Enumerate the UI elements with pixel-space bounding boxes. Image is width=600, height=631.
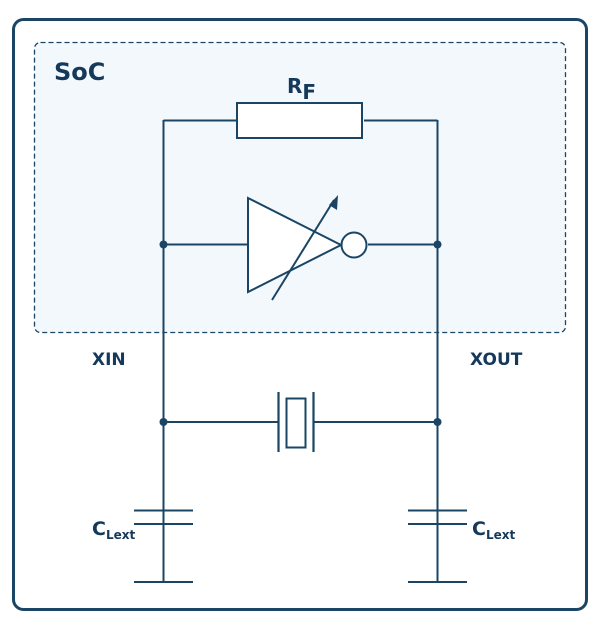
capacitor-left (134, 509, 193, 583)
resistor-label: RF (287, 74, 316, 104)
xin-label: XIN (92, 350, 126, 370)
inverter-amplifier (247, 196, 344, 294)
xout-label: XOUT (470, 350, 523, 370)
soc-boundary (33, 41, 567, 334)
junction-xin-crystal (159, 418, 168, 426)
quartz-crystal (277, 392, 315, 452)
feedback-resistor (236, 102, 363, 139)
variable-arrow-head-icon (329, 195, 338, 210)
junction-xout-crystal (433, 418, 442, 426)
junction-xout-inverter (433, 240, 442, 249)
junction-xin-inverter (159, 240, 168, 249)
capacitor-right-label: CLext (472, 518, 515, 542)
inverter-bubble (340, 231, 368, 259)
variable-arrow-shaft (271, 199, 335, 301)
soc-title: SoC (54, 58, 105, 86)
capacitor-right (408, 509, 467, 583)
capacitor-left-label: CLext (92, 518, 135, 542)
